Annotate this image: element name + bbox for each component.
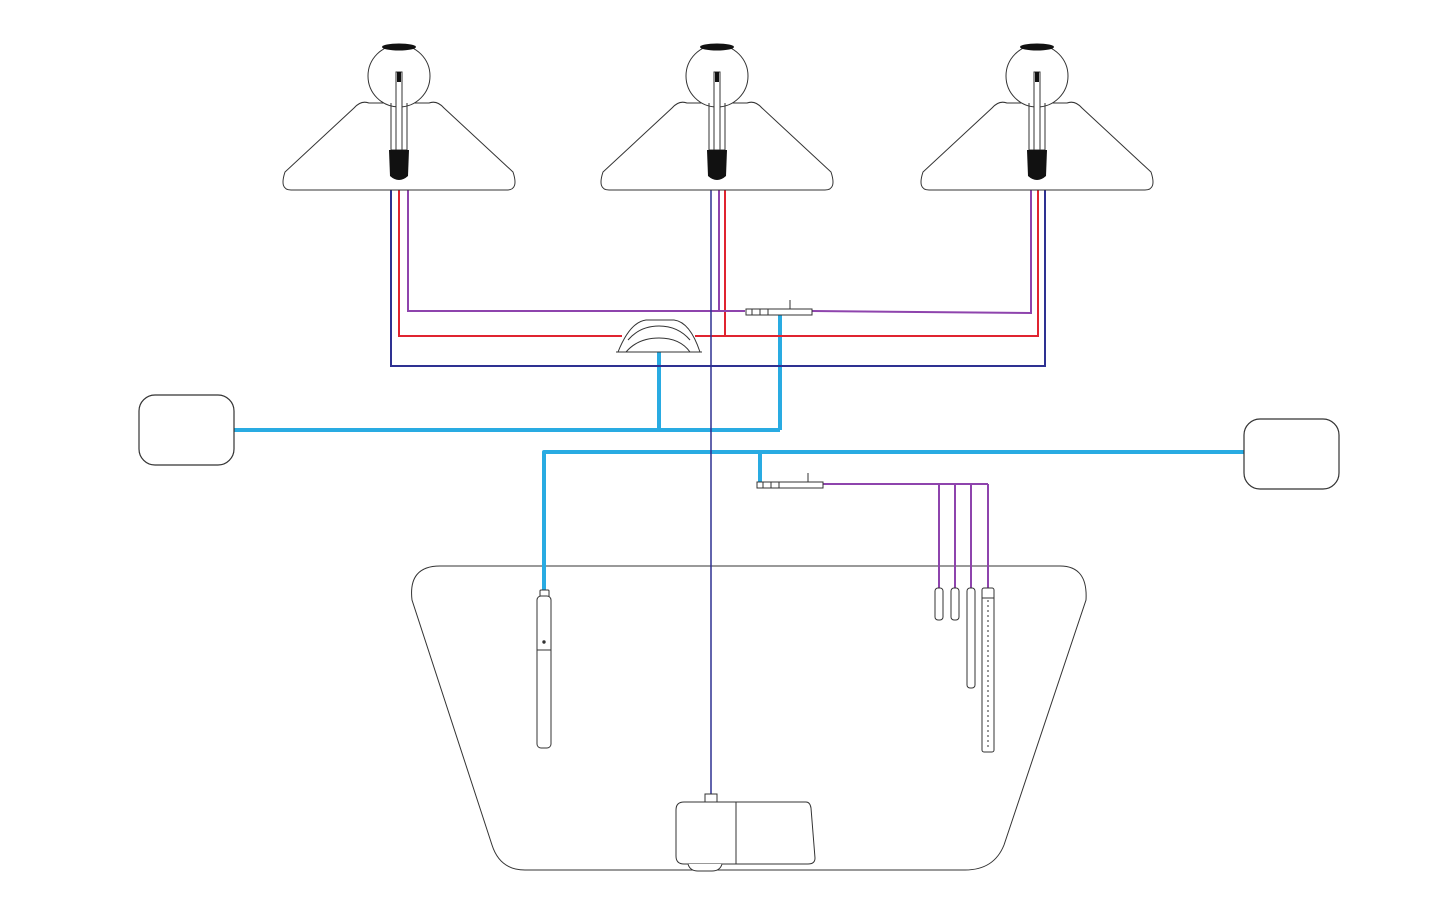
probe-left <box>536 589 552 749</box>
lamp-left <box>282 43 516 191</box>
lamp-wires <box>390 180 1046 795</box>
sensor-probes <box>934 587 976 689</box>
tank <box>411 565 1087 871</box>
pump <box>675 793 816 872</box>
lamp-center <box>600 43 834 191</box>
sensor-wires <box>822 483 989 588</box>
led-bar <box>981 587 995 753</box>
terminal-strip-lower <box>756 473 824 489</box>
box-left <box>138 394 235 466</box>
junction-hub <box>616 319 702 353</box>
cable-main <box>542 450 1244 590</box>
lamp-right <box>920 43 1154 191</box>
cable-network <box>234 315 1244 590</box>
terminal-strip-upper <box>745 300 813 316</box>
box-right <box>1243 418 1340 490</box>
